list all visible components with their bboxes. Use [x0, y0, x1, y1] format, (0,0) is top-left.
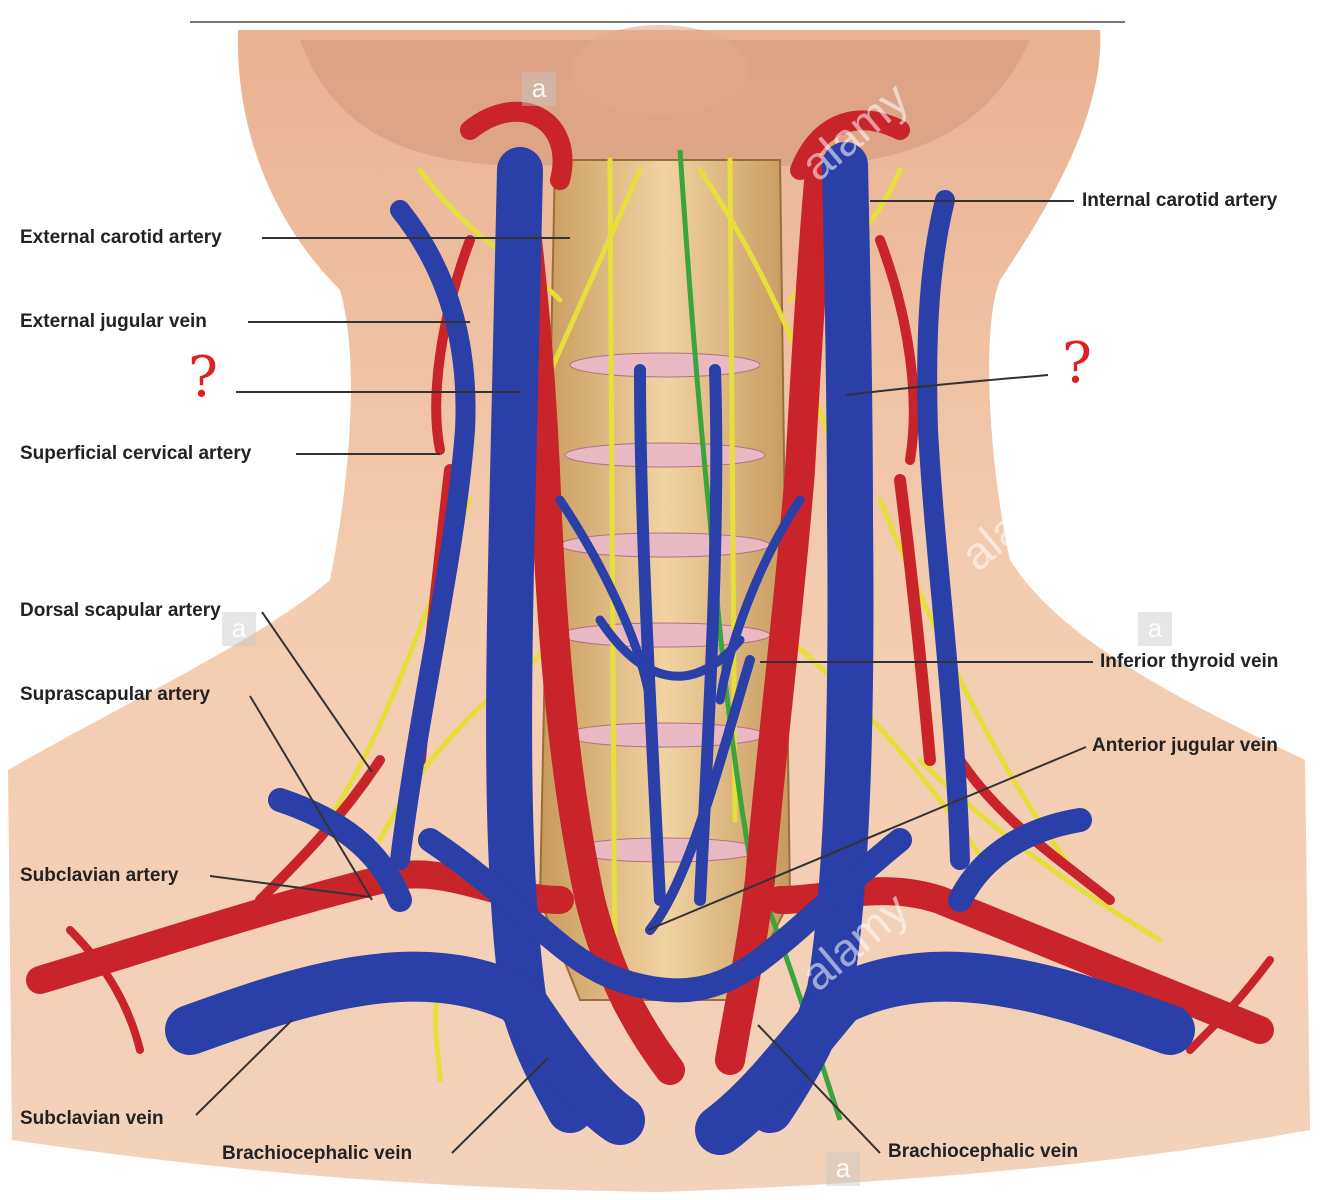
leader-brachiocephalic-left	[451, 1057, 549, 1154]
label-brachiocephalic-vein-right: Brachiocephalic vein	[888, 1141, 1079, 1162]
label-suprascapular-artery: Suprascapular artery	[20, 684, 211, 705]
label-subclavian-artery: Subclavian artery	[20, 865, 179, 886]
leader-brachiocephalic-right	[757, 1024, 881, 1154]
label-inferior-thyroid-vein: Inferior thyroid vein	[1100, 651, 1279, 672]
watermark-badge: a	[522, 72, 556, 106]
veins	[165, 142, 1195, 1155]
question-mark-right: ?	[1062, 331, 1093, 396]
leader-lines	[195, 200, 1093, 1154]
leader-question-right	[845, 374, 1049, 396]
leader-subclavian-artery	[209, 875, 371, 898]
watermark-badge: a	[222, 612, 256, 646]
watermark-badge: a	[826, 1152, 860, 1186]
label-subclavian-vein: Subclavian vein	[20, 1108, 164, 1129]
label-internal-carotid-artery: Internal carotid artery	[1082, 190, 1278, 211]
label-brachiocephalic-vein-left: Brachiocephalic vein	[222, 1143, 413, 1164]
watermark-badge: a	[1138, 612, 1172, 646]
leader-subclavian-vein	[195, 1019, 293, 1116]
leader-dorsal-scapular	[261, 611, 373, 773]
label-superficial-cervical-artery: Superficial cervical artery	[20, 443, 252, 464]
question-mark-left: ?	[188, 345, 219, 410]
label-dorsal-scapular-artery: Dorsal scapular artery	[20, 600, 221, 621]
label-external-carotid-artery: External carotid artery	[20, 227, 222, 248]
leader-suprascapular	[249, 695, 373, 901]
leader-anterior-jugular	[647, 746, 1087, 931]
label-anterior-jugular-vein: Anterior jugular vein	[1092, 735, 1278, 756]
label-external-jugular-vein: External jugular vein	[20, 311, 207, 332]
nose-tip	[570, 25, 750, 115]
